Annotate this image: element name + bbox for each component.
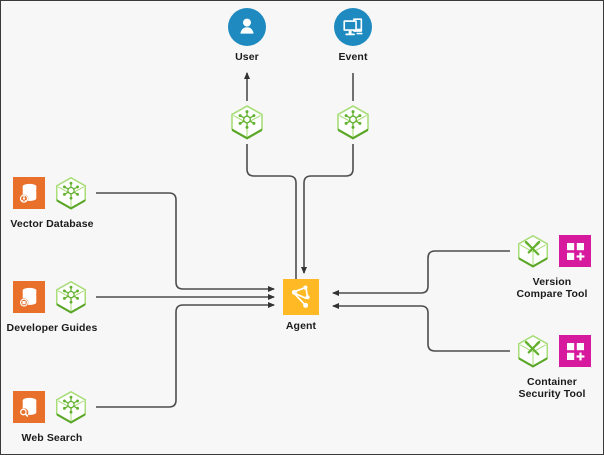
node-event-label: Event	[338, 51, 368, 63]
green-cube-tools-icon	[513, 231, 553, 271]
node-agent-icons	[283, 279, 319, 315]
edge-websearch-to-agent	[96, 302, 275, 408]
edge-containertool-to-agent	[332, 303, 510, 352]
node-agent[interactable]: Agent	[283, 279, 319, 332]
green-cube-tools-icon	[513, 331, 553, 371]
node-event[interactable]: Event	[334, 8, 372, 63]
edge-userconn-to-agent	[246, 144, 297, 284]
node-container-security-tool-label: Container Security Tool	[518, 376, 586, 400]
grid-plus-icon	[559, 335, 591, 367]
database-icon	[13, 281, 45, 313]
node-developer-guides-icons	[13, 277, 91, 317]
node-web-search[interactable]: Web Search	[6, 387, 98, 444]
database-search-icon	[13, 391, 45, 423]
node-container-security-tool-icons	[513, 331, 591, 371]
node-user[interactable]: User	[228, 8, 266, 63]
node-version-compare-tool-label: Version Compare Tool	[516, 276, 588, 300]
node-developer-guides-label: Developer Guides	[6, 322, 98, 334]
user-avatar-icon	[228, 8, 266, 46]
edge-eventconn-to-agent	[301, 144, 354, 274]
node-web-search-icons	[13, 387, 91, 427]
node-agent-label: Agent	[285, 320, 317, 332]
node-version-compare-tool[interactable]: Version Compare Tool	[506, 231, 598, 300]
node-web-search-label: Web Search	[21, 432, 83, 444]
node-event-icons	[334, 8, 372, 46]
edge-vectordb-to-agent	[96, 192, 275, 292]
green-cube-network-icon	[51, 173, 91, 213]
green-cube-network-icon	[333, 102, 373, 142]
node-container-security-tool[interactable]: Container Security Tool	[506, 331, 598, 400]
agent-graph-icon	[283, 279, 319, 315]
green-cube-network-icon	[227, 102, 267, 142]
node-user-label: User	[235, 51, 259, 63]
database-icon	[13, 177, 45, 209]
node-vector-database-label: Vector Database	[10, 218, 94, 230]
node-version-compare-tool-icons	[513, 231, 591, 271]
node-developer-guides[interactable]: Developer Guides	[6, 277, 98, 334]
node-event-connector[interactable]	[333, 102, 373, 142]
node-vector-database-icons	[13, 173, 91, 213]
edge-versiontool-to-agent	[332, 250, 510, 296]
green-cube-network-icon	[51, 387, 91, 427]
monitor-event-icon	[334, 8, 372, 46]
node-user-icons	[228, 8, 266, 46]
green-cube-network-icon	[51, 277, 91, 317]
grid-plus-icon	[559, 235, 591, 267]
node-user-connector[interactable]	[227, 102, 267, 142]
node-vector-database[interactable]: Vector Database	[6, 173, 98, 230]
